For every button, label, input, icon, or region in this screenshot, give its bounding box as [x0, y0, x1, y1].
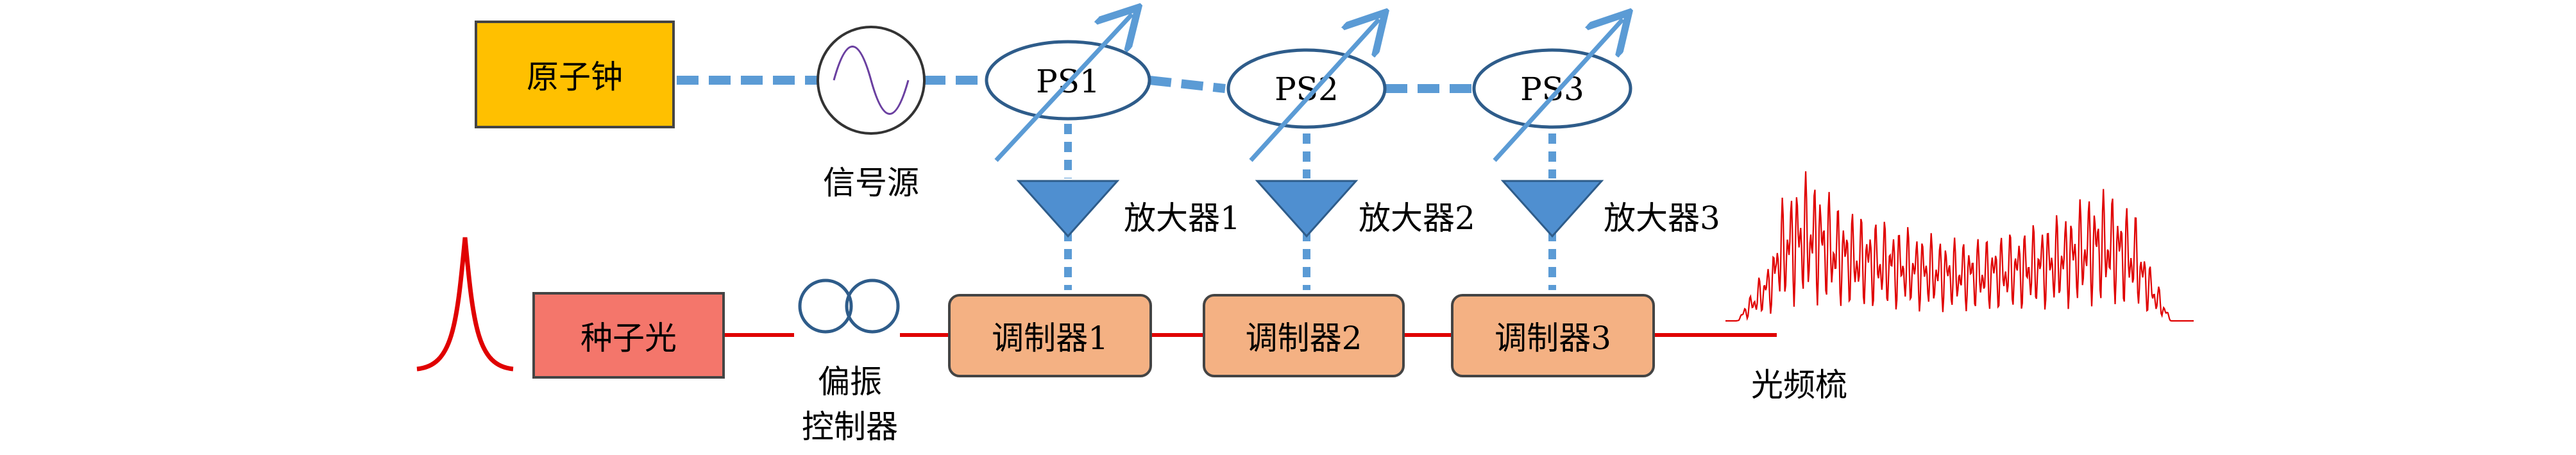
amplifier-1-icon [1016, 180, 1120, 238]
atomic-clock-box: 原子钟 [475, 21, 675, 128]
optical-comb-spectrum-icon [1725, 171, 2194, 322]
polarization-controller-label-line1: 偏振 [818, 363, 882, 400]
seed-light-box: 种子光 [532, 292, 725, 379]
modulator-1-label: 调制器1 [992, 320, 1108, 357]
modulator-3-label: 调制器3 [1495, 320, 1611, 357]
signal-source-icon [817, 26, 926, 135]
amplifier-3-icon [1500, 180, 1604, 238]
rf-link-ps1-to-ps2 [1149, 76, 1226, 93]
modulator-2-box: 调制器2 [1203, 294, 1405, 377]
atomic-clock-label: 原子钟 [527, 58, 623, 96]
polarization-controller-label-line2: 控制器 [802, 408, 898, 445]
ps1-label: PS1 [1036, 63, 1100, 100]
polarization-controller-loop-right [845, 279, 900, 334]
modulator-2-label: 调制器2 [1245, 320, 1362, 357]
amplifier-2-icon [1255, 180, 1359, 238]
amplifier-1-label: 放大器1 [1124, 200, 1241, 237]
seed-pulse-icon [416, 237, 514, 372]
ps3-label: PS3 [1520, 71, 1584, 108]
polarization-controller-loop-left [798, 279, 853, 334]
ps2-label: PS2 [1275, 71, 1339, 108]
modulator-3-box: 调制器3 [1451, 294, 1655, 377]
amplifier-2-label: 放大器2 [1359, 200, 1475, 237]
modulator-1-box: 调制器1 [948, 294, 1152, 377]
seed-light-label: 种子光 [580, 319, 677, 357]
signal-source-label: 信号源 [823, 164, 919, 202]
optical-comb-label: 光频梳 [1751, 366, 1847, 404]
amplifier-3-label: 放大器3 [1604, 200, 1720, 237]
